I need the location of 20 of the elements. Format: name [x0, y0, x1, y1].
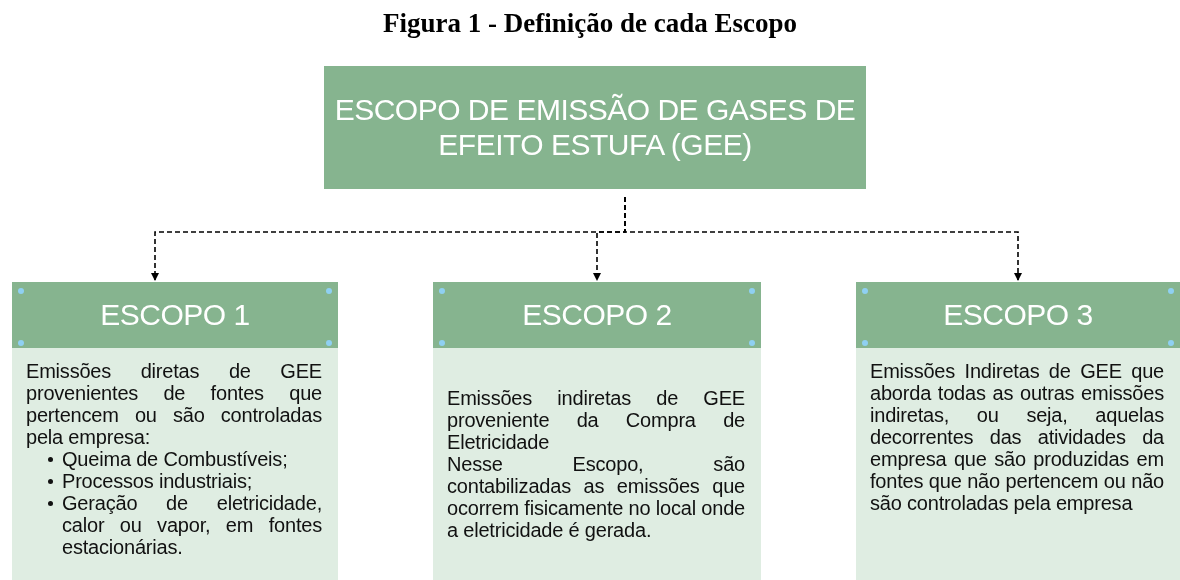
- bullet-item: Processos industriais;: [62, 470, 253, 492]
- content-box: [856, 348, 1180, 580]
- content-box: [12, 348, 338, 580]
- heading-text: ESCOPO 3: [943, 297, 1093, 333]
- description-text: Emissões Indiretas de GEE que aborda todas as outras emissões indiretas, ou seja, aquelas decorrentes das atividades da empresa que são produzidas em fontes que não pertencem ou não são controladas pela empresa: [870, 360, 1164, 514]
- header-box: [856, 282, 1180, 348]
- dashed-connector: [624, 196, 1022, 281]
- title-box: [324, 66, 866, 189]
- header-box: [433, 282, 761, 348]
- heading-text: ESCOPO 2: [522, 297, 672, 333]
- description-text: Emissões indiretas de GEE proveniente da Compra de Eletricidade: [447, 387, 745, 453]
- figure-title: Figura 1 - Definição de cada Escopo: [382, 8, 798, 39]
- heading-text: ESCOPO DE EMISSÃO DE GASES DE EFEITO ESTUFA (GEE): [334, 93, 856, 162]
- bullet-item: Queima de Combustíveis;: [62, 448, 288, 470]
- bullet-item: Geração de eletricidade, calor ou vapor, em fontes estacionárias.: [62, 492, 322, 558]
- header-box: [12, 282, 338, 348]
- description-text: Emissões diretas de GEE provenientes de fontes que pertencem ou são controladas pela empresa:: [26, 360, 322, 448]
- content-box: [433, 348, 761, 580]
- heading-text: ESCOPO 1: [100, 297, 250, 333]
- description-text: Nesse Escopo, são contabilizadas as emissões que ocorrem fisicamente no local onde a eletricidade é gerada.: [447, 453, 745, 541]
